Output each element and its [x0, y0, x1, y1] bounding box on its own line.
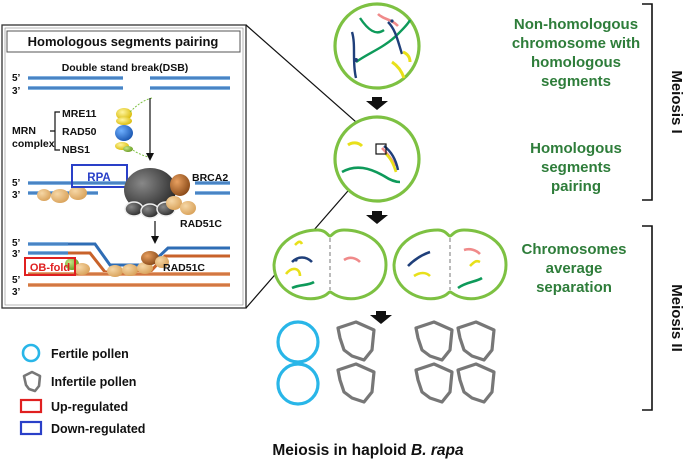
- caption-species: B. rapa: [411, 442, 464, 459]
- stage2-line2: segments: [541, 159, 611, 176]
- stage3-line2: average: [546, 260, 603, 277]
- ob-fold-label: OB-fold: [30, 262, 70, 274]
- dsb-dna-strands: [28, 76, 230, 90]
- ob-fold-upregulated-box: [24, 257, 76, 276]
- infertile-pollen: [456, 320, 496, 362]
- infertile-pollen: [414, 362, 454, 404]
- inset-title: Homologous segments pairing: [28, 34, 219, 49]
- infertile-pollen: [456, 362, 496, 404]
- rpa-label: RPA: [87, 172, 110, 184]
- dsb-label: Double stand break(DSB): [62, 62, 189, 74]
- invasion-three-prime-bottom: 3’: [12, 287, 21, 298]
- rpa-three-prime: 3’: [12, 190, 21, 201]
- rad51c-label-bottom: RAD51C: [163, 262, 205, 274]
- fertile-pollen-group: [276, 320, 320, 406]
- infertile-pollen: [336, 320, 376, 362]
- infertile-pollen: [336, 362, 376, 404]
- fertile-pollen: [276, 362, 320, 406]
- stage1-line2: chromosome with: [512, 35, 640, 52]
- stage1-line1: Non-homologous: [514, 16, 638, 33]
- legend-up-label: Up-regulated: [51, 400, 128, 414]
- rpa-downregulated-box: [71, 164, 128, 188]
- invasion-three-prime-top: 3’: [12, 249, 21, 260]
- legend-fertile-label: Fertile pollen: [51, 347, 129, 361]
- legend: Fertile pollen Infertile pollen Up-regul…: [19, 343, 145, 436]
- stage3-line1: Chromosomes: [521, 241, 626, 258]
- legend-up-icon: [19, 398, 43, 414]
- rad51c-label-top: RAD51C: [180, 218, 222, 230]
- inset-title-box: [6, 30, 241, 53]
- inset-border: [1, 24, 247, 309]
- brca2-complex-illustration: [124, 168, 196, 219]
- stage1-line4: segments: [541, 73, 611, 90]
- meiosis2-bracket: [642, 225, 653, 411]
- meiosis2-label: Meiosis II: [668, 284, 685, 352]
- figure-caption: Meiosis in haploid B. rapa: [272, 442, 464, 459]
- zoom-box: [375, 143, 387, 155]
- infertile-pollen: [414, 320, 454, 362]
- stage2-line3: pairing: [551, 178, 601, 195]
- mrn-complex-illustration: [115, 97, 153, 159]
- stage3-line3: separation: [536, 279, 612, 296]
- meiosis1-label: Meiosis I: [668, 70, 685, 133]
- fertile-pollen: [276, 320, 320, 364]
- mrn-bracket: [50, 111, 60, 151]
- infertile-pollen-group: [336, 320, 496, 404]
- caption-prefix: Meiosis in haploid: [272, 442, 411, 459]
- brca2-label: BRCA2: [192, 172, 228, 184]
- legend-down-label: Down-regulated: [51, 422, 145, 436]
- rpa-dna-strands: [28, 181, 230, 203]
- mrn-protein-3: NBS1: [62, 144, 90, 156]
- legend-down-icon: [19, 420, 43, 436]
- legend-infertile-label: Infertile pollen: [51, 375, 136, 389]
- flow-arrows: [366, 97, 392, 324]
- dsb-three-prime: 3’: [12, 86, 21, 97]
- cell-pairing: [333, 115, 421, 203]
- stage2-line1: Homologous: [530, 140, 622, 157]
- cell-nonhomologous: [333, 2, 421, 90]
- rpa-five-prime: 5’: [12, 178, 21, 189]
- meiosis1-bracket: [642, 3, 653, 201]
- cell-dividing-left: [272, 228, 388, 301]
- legend-fertile-icon: [21, 343, 41, 363]
- mrn-label-line2: complex: [12, 138, 55, 150]
- mrn-label-line1: MRN: [12, 125, 36, 137]
- stage1-line3: homologous: [531, 54, 621, 71]
- mrn-protein-1: MRE11: [62, 108, 97, 120]
- stage-labels: Non-homologous chromosome with homologou…: [512, 16, 640, 296]
- mrn-protein-2: RAD50: [62, 126, 97, 138]
- cell-dividing-right: [392, 228, 508, 301]
- dsb-five-prime: 5’: [12, 73, 21, 84]
- invasion-five-prime-top: 5’: [12, 238, 21, 249]
- inset-panel: Homologous segments pairing Double stand…: [1, 24, 247, 309]
- invasion-five-prime-bottom: 5’: [12, 275, 21, 286]
- legend-infertile-icon: [22, 370, 42, 393]
